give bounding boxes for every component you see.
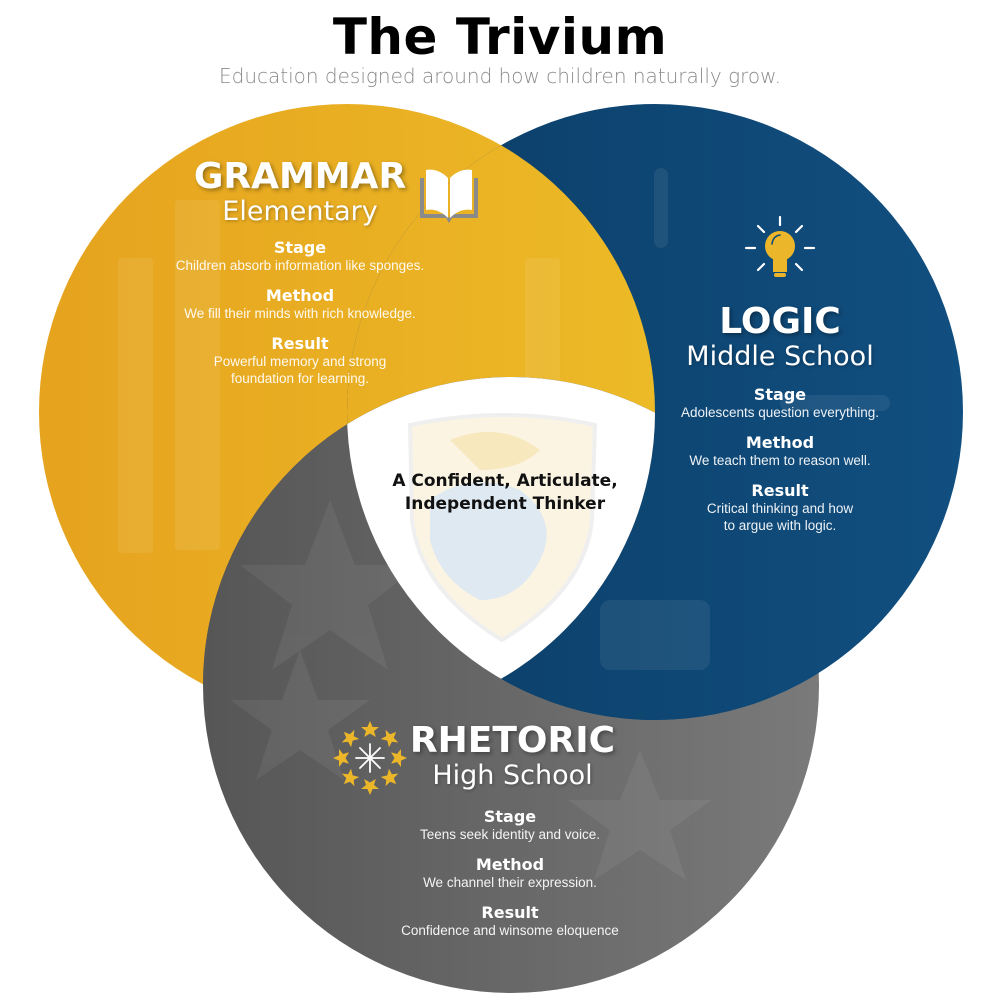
grammar-title: GRAMMAR	[193, 156, 407, 197]
open-book-icon	[420, 169, 478, 223]
rhetoric-method-text: We channel their expression.	[423, 875, 597, 890]
grammar-result-text-1: Powerful memory and strong	[213, 354, 387, 369]
logic-subtitle: Middle School	[686, 341, 874, 372]
grammar-result-text-2: foundation for learning.	[230, 371, 370, 386]
logic-result-label: Result	[751, 481, 809, 500]
rhetoric-stage-label: Stage	[483, 807, 537, 826]
logic-result-text-1: Critical thinking and how	[706, 501, 854, 516]
griffin-shield-icon	[407, 413, 598, 643]
rhetoric-subtitle: High School	[432, 760, 593, 791]
rhetoric-result-text: Confidence and winsome eloquence	[401, 923, 619, 938]
logic-stage-text: Adolescents question everything.	[680, 405, 880, 420]
rhetoric-result-label: Result	[481, 903, 539, 922]
logic-method-text: We teach them to reason well.	[689, 453, 871, 468]
rhetoric-heading-group: RHETORIC High School	[405, 722, 620, 792]
grammar-method-text: We fill their minds with rich knowledge.	[184, 306, 416, 321]
rhetoric-section: Stage Teens seek identity and voice. Met…	[360, 795, 660, 939]
rhetoric-stage-text: Teens seek identity and voice.	[419, 827, 601, 842]
rhetoric-title: RHETORIC	[409, 720, 616, 761]
grammar-stage-text: Children absorb information like sponges…	[175, 258, 425, 273]
center-line-2: Independent Thinker	[404, 494, 606, 514]
star-circle-icon	[333, 721, 407, 795]
lightbulb-icon	[744, 215, 816, 277]
page-title: The Trivium	[332, 8, 668, 66]
grammar-section: GRAMMAR Elementary Stage Children absorb…	[150, 158, 450, 387]
grammar-subtitle: Elementary	[222, 196, 378, 227]
logic-method-label: Method	[745, 433, 815, 452]
logic-result-text-2: to argue with logic.	[723, 518, 837, 533]
center-outcome: A Confident, Articulate, Independent Thi…	[355, 470, 655, 516]
page-subtitle: Education designed around how children n…	[219, 64, 781, 88]
grammar-result-label: Result	[271, 334, 329, 353]
logic-stage-label: Stage	[753, 385, 807, 404]
logic-title: LOGIC	[719, 301, 841, 342]
grammar-method-label: Method	[265, 286, 335, 305]
logic-section: LOGIC Middle School Stage Adolescents qu…	[640, 303, 920, 534]
grammar-stage-label: Stage	[273, 238, 327, 257]
rhetoric-method-label: Method	[475, 855, 545, 874]
center-line-1: A Confident, Articulate,	[392, 471, 618, 491]
